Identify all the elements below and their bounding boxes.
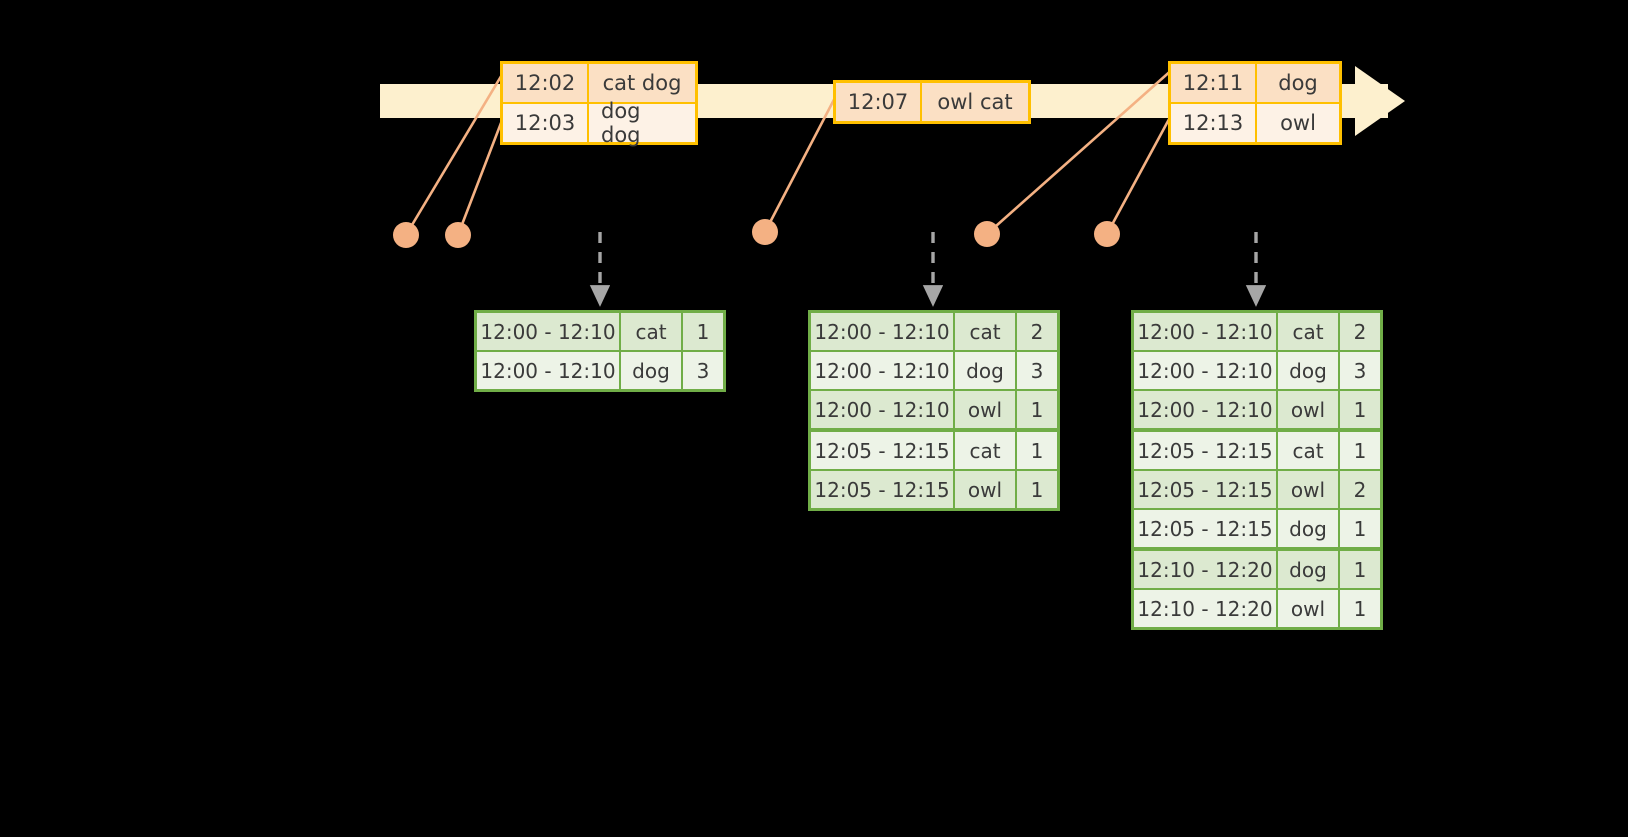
window-range-cell: 12:00 - 12:10 <box>811 313 955 350</box>
event-dot-4 <box>974 221 1000 247</box>
window-range-cell: 12:00 - 12:10 <box>1134 352 1278 389</box>
key-cell: cat <box>955 313 1017 350</box>
connector-line-5 <box>1105 109 1176 235</box>
key-cell: dog <box>1278 510 1340 547</box>
connector-line-3 <box>763 89 841 233</box>
event-dot-5 <box>1094 221 1120 247</box>
window-range-cell: 12:00 - 12:10 <box>811 352 955 389</box>
window-range-cell: 12:05 - 12:15 <box>1134 510 1278 547</box>
window-range-cell: 12:10 - 12:20 <box>1134 551 1278 588</box>
key-cell: dog <box>1278 551 1340 588</box>
event-timestamp: 12:07 <box>836 83 922 121</box>
key-cell: cat <box>1278 313 1340 350</box>
count-cell: 1 <box>1340 551 1380 588</box>
window-range-cell: 12:05 - 12:15 <box>1134 471 1278 508</box>
event-words: cat dog <box>589 64 695 102</box>
key-cell: cat <box>955 432 1017 469</box>
window-range-cell: 12:00 - 12:10 <box>1134 391 1278 428</box>
count-cell: 2 <box>1017 313 1057 350</box>
window-range-cell: 12:00 - 12:10 <box>1134 313 1278 350</box>
connector-line-2 <box>456 109 508 236</box>
event-timestamp: 12:03 <box>503 104 589 142</box>
count-cell: 3 <box>1017 352 1057 389</box>
key-cell: owl <box>955 471 1017 508</box>
window-range-cell: 12:00 - 12:10 <box>477 352 621 389</box>
event-dot-2 <box>445 222 471 248</box>
key-cell: owl <box>1278 471 1340 508</box>
window-range-cell: 12:00 - 12:10 <box>811 391 955 428</box>
event-words: dog dog <box>589 99 695 147</box>
window-range-cell: 12:05 - 12:15 <box>1134 432 1278 469</box>
key-cell: owl <box>1278 391 1340 428</box>
event-words: owl cat <box>922 83 1028 121</box>
count-cell: 1 <box>1340 391 1380 428</box>
count-cell: 1 <box>1017 471 1057 508</box>
count-cell: 1 <box>683 313 723 350</box>
key-cell: dog <box>955 352 1017 389</box>
event-timestamp: 12:13 <box>1171 104 1257 142</box>
count-cell: 3 <box>683 352 723 389</box>
event-dot-3 <box>752 219 778 245</box>
count-cell: 1 <box>1017 391 1057 428</box>
count-cell: 1 <box>1340 510 1380 547</box>
dashed-arrows <box>589 232 1267 307</box>
window-range-cell: 12:05 - 12:15 <box>811 432 955 469</box>
event-dots <box>393 219 1120 248</box>
key-cell: owl <box>1278 590 1340 627</box>
key-cell: dog <box>621 352 683 389</box>
count-cell: 1 <box>1340 432 1380 469</box>
event-words: owl <box>1257 104 1339 142</box>
event-words: dog <box>1257 64 1339 102</box>
count-cell: 1 <box>1017 432 1057 469</box>
count-cell: 2 <box>1340 471 1380 508</box>
count-cell: 1 <box>1340 590 1380 627</box>
count-cell: 2 <box>1340 313 1380 350</box>
window-range-cell: 12:00 - 12:10 <box>477 313 621 350</box>
event-dot-1 <box>393 222 419 248</box>
event-timestamp: 12:11 <box>1171 64 1257 102</box>
window-range-cell: 12:05 - 12:15 <box>811 471 955 508</box>
key-cell: cat <box>621 313 683 350</box>
connector-line-1 <box>404 67 508 236</box>
window-range-cell: 12:10 - 12:20 <box>1134 590 1278 627</box>
key-cell: owl <box>955 391 1017 428</box>
key-cell: dog <box>1278 352 1340 389</box>
key-cell: cat <box>1278 432 1340 469</box>
count-cell: 3 <box>1340 352 1380 389</box>
event-timestamp: 12:02 <box>503 64 589 102</box>
